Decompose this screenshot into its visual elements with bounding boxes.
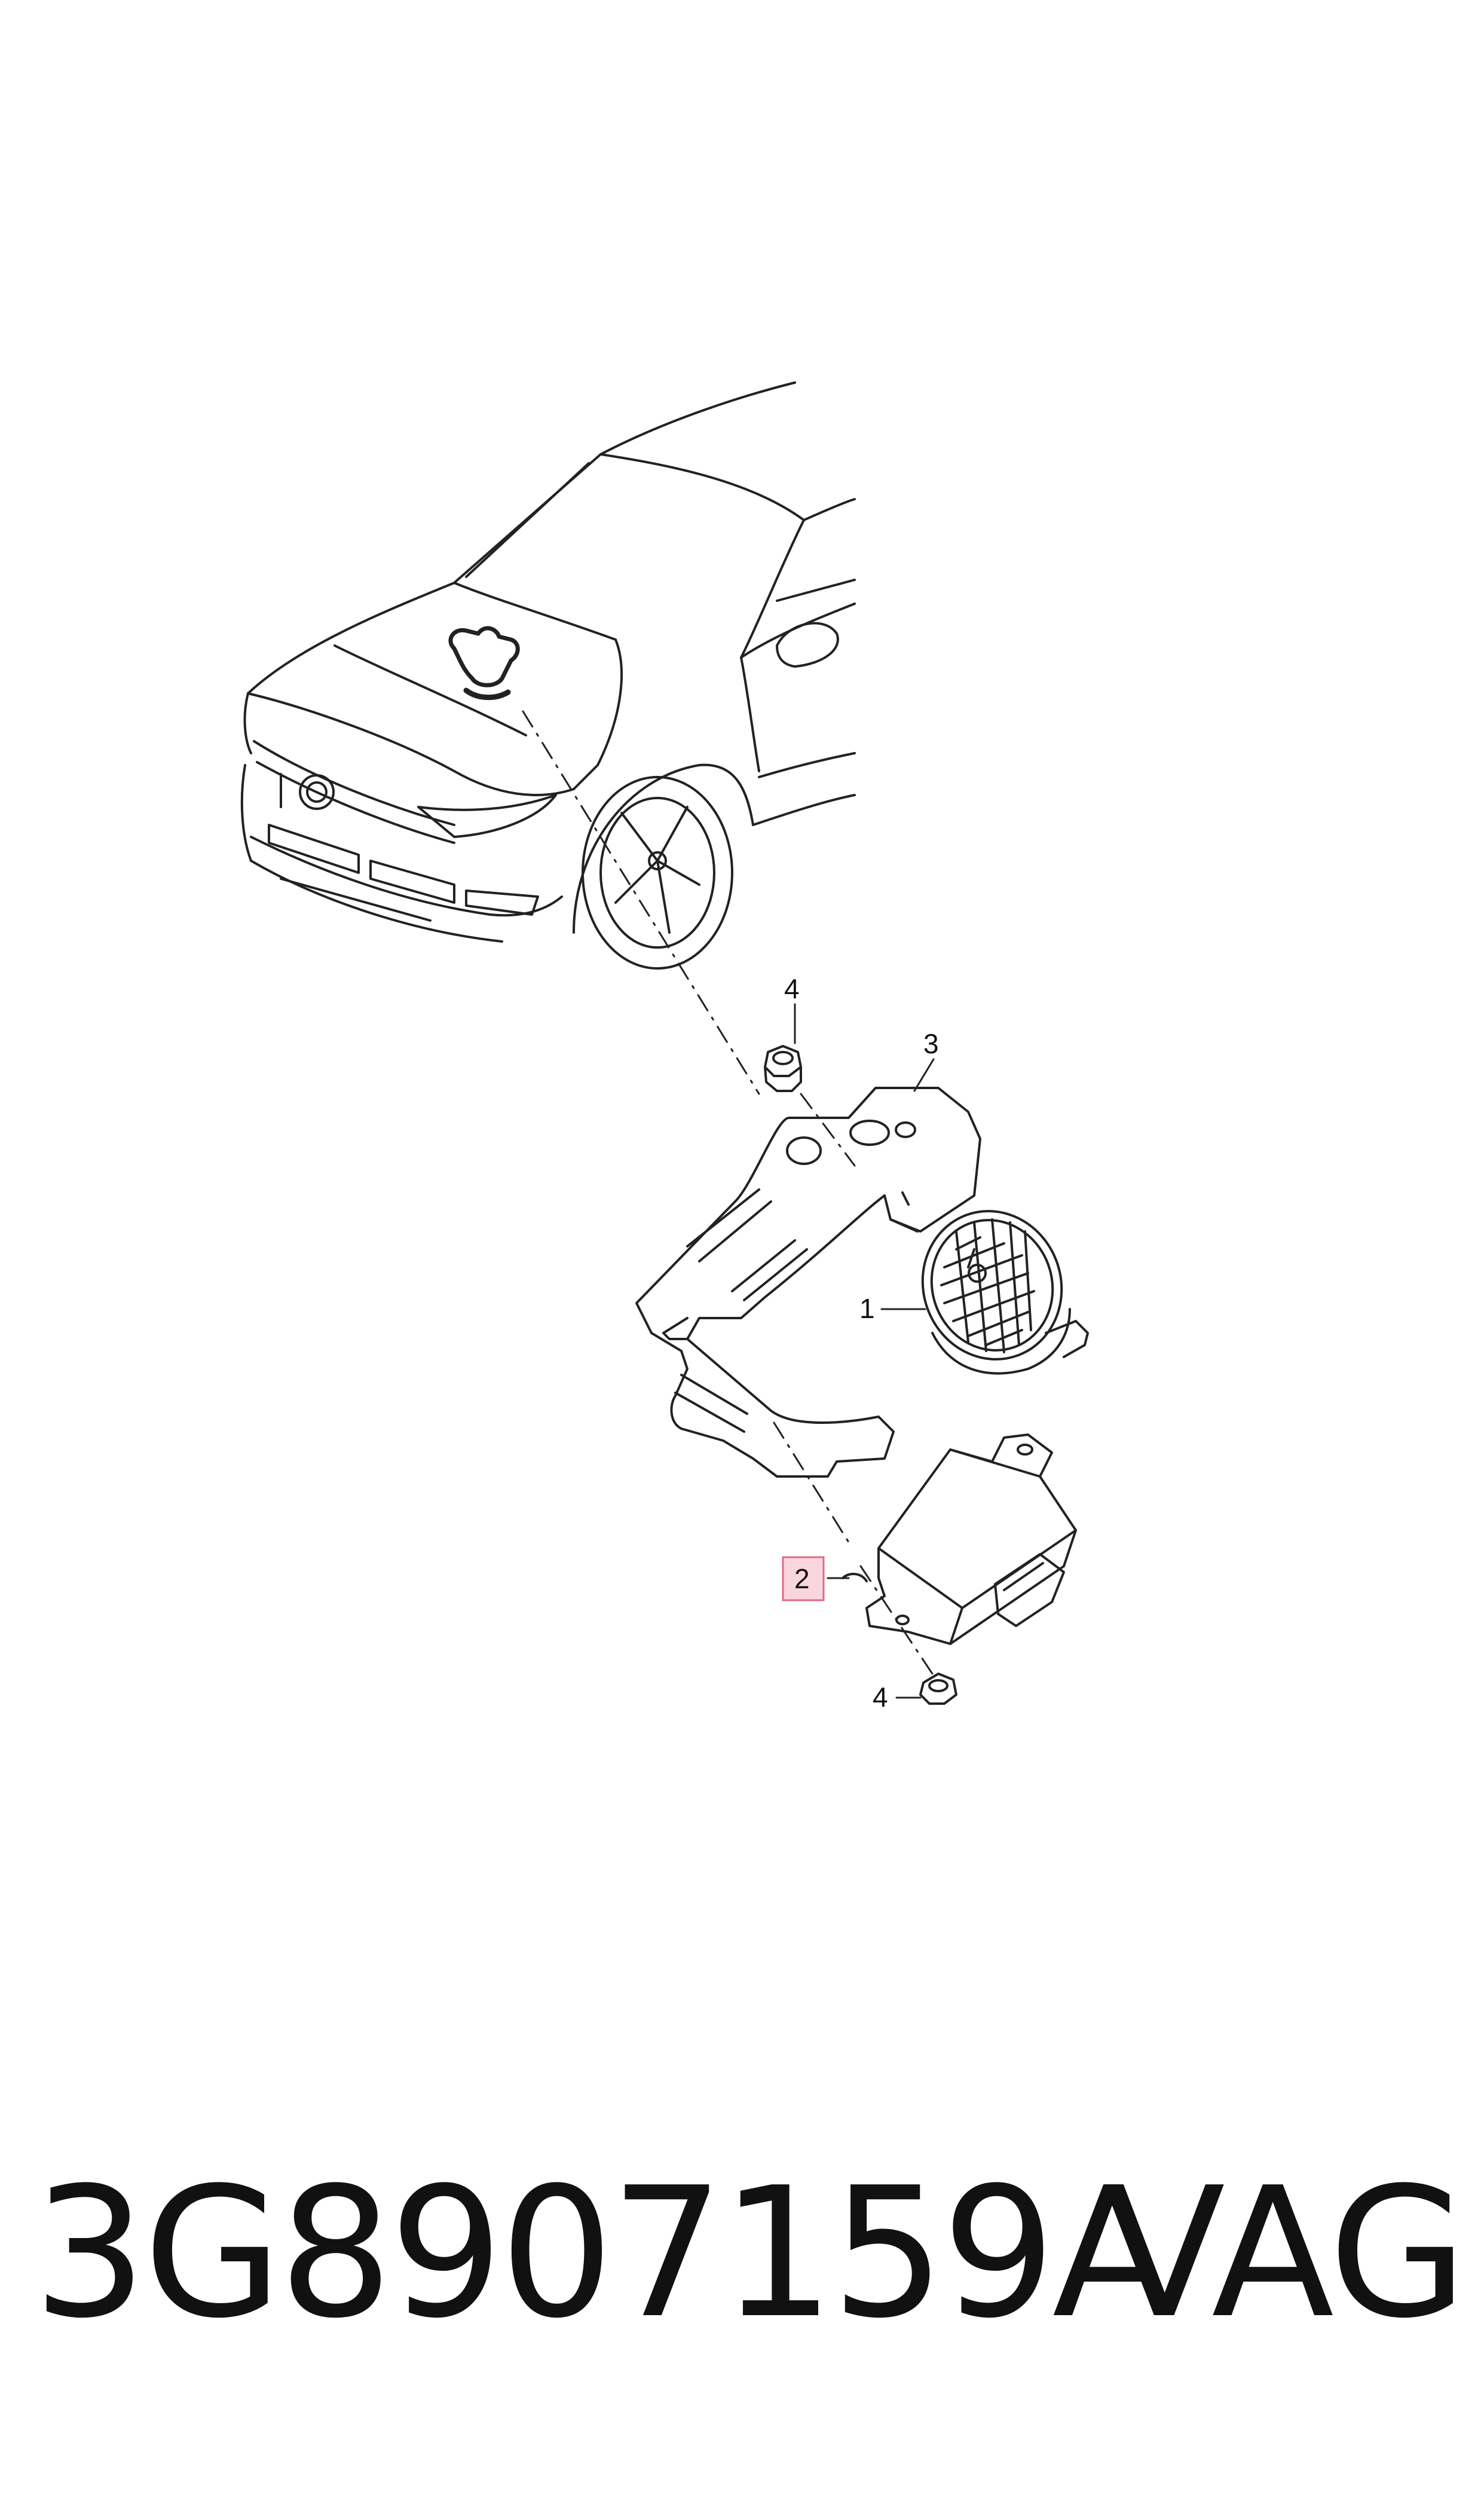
- nut-bottom: [919, 1673, 957, 1705]
- siren-horn: [921, 1210, 1089, 1375]
- brand-name: VAG: [1103, 2149, 1467, 2358]
- nut-top: [764, 1045, 802, 1092]
- footer: 3G8907159A VAG: [0, 2146, 1484, 2373]
- exploded-parts-diagram: 4 3 1 2 4: [240, 381, 1089, 1713]
- callout-label-4-top[interactable]: 4: [784, 973, 800, 1004]
- callout-label-2[interactable]: 2: [794, 1563, 810, 1594]
- callout-label-4-bottom[interactable]: 4: [873, 1682, 888, 1713]
- control-module: [842, 1433, 1077, 1645]
- callout-label-3[interactable]: 3: [923, 1028, 939, 1059]
- callout-label-1[interactable]: 1: [859, 1293, 875, 1324]
- callout-2-highlight: [782, 1556, 825, 1601]
- part-number: 3G8907159A: [33, 2149, 1175, 2358]
- mounting-bracket: [635, 1087, 981, 1478]
- car-illustration: [240, 381, 856, 970]
- callout-leaders: [794, 1003, 935, 1699]
